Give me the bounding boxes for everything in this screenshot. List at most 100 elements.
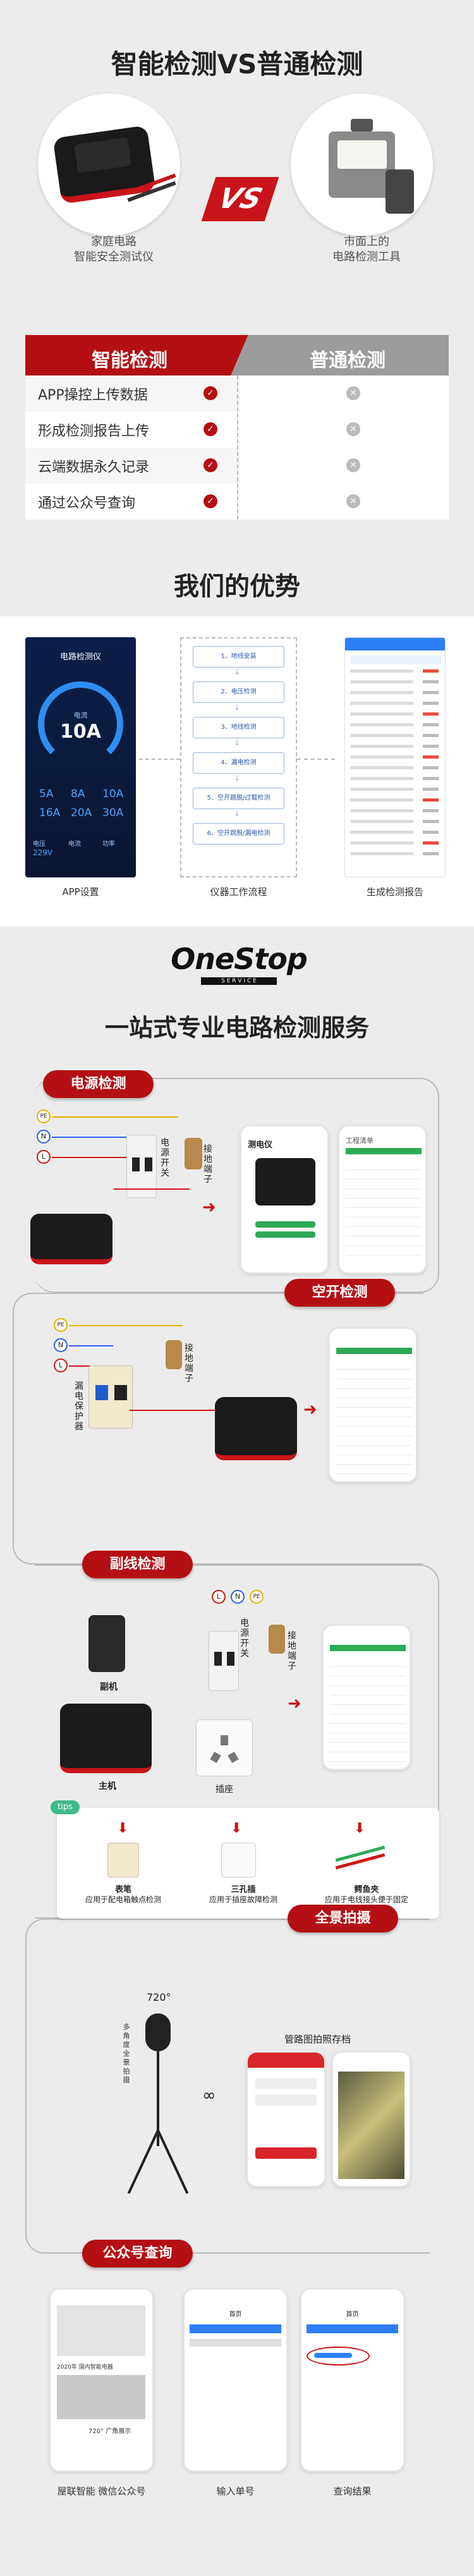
sub-label: 副机 [100,1682,118,1692]
onestop-logo: OneStop S E R V I C E [163,942,315,986]
tip-desc-3: 应用于电线接头便于固定 [324,1895,408,1904]
report-line [350,712,413,716]
report-mark [423,798,439,802]
col-smart-header [25,335,250,375]
side-text-char: 度 [123,2041,130,2049]
report-mark [423,831,439,834]
report-line [350,788,413,791]
switch-label: 电源开关 [240,1618,249,1659]
archive-label: 管路图拍照存档 [284,2034,351,2045]
right-caption-1: 市面上的 [344,235,389,248]
switch-label: 电源开关 [161,1138,169,1178]
current-option[interactable]: 20A [71,807,92,819]
report-line [350,745,413,748]
current-option[interactable]: 16A [39,807,61,819]
ground-terminal-image [269,1625,285,1654]
tripod-image [157,2051,159,2146]
smart-device-image [38,94,180,236]
protector-label: 漏电保护器 [75,1381,83,1432]
tip-desc-1: 应用于配电箱触点检测 [85,1895,161,1904]
tip-title-2: 三孔插 [231,1885,256,1895]
compare-row-3: 云端数据永久记录 [38,460,150,475]
arrow-right-icon: ➜ [303,1400,317,1419]
report-mark [423,669,439,673]
report-line [350,766,413,769]
flow-step: 1、地线安装 [193,646,284,668]
current-option[interactable]: 30A [102,807,124,819]
advantage-title: 我们的优势 [174,572,300,601]
col-normal-label: 普通检测 [310,350,386,372]
side-text-char: 全 [123,2049,130,2058]
check-icon: ✓ [204,386,217,400]
report-mark [423,841,439,845]
onestop-title: 一站式专业电路检测服务 [104,1014,369,1042]
flow-steps: 1、地线安装↓2、电压检测↓3、地线检测↓4、漏电检测↓5、空开跳脱/过载检测↓… [190,646,288,867]
plug-image [221,1843,256,1877]
report-mark [423,723,439,726]
left-caption-1: 家庭电路 [91,235,137,248]
report-mark [423,766,439,769]
flow-step: 6、空开跳脱/漏电检测 [193,823,284,845]
report-line [350,691,413,694]
app-screen: 电路检测仪 电流 10A 5A 8A 10A 16A 20A 30A 电压 电流… [25,637,136,877]
socket-image [196,1719,253,1776]
check-icon: ✓ [204,422,217,436]
report-line [350,723,413,726]
wechat-phone-3: 首页 [300,2288,404,2472]
compare-title: 智能检测VS普通检测 [111,49,363,80]
probe-image [107,1843,139,1877]
report-mark [423,820,439,823]
current-option[interactable]: 8A [71,788,85,800]
socket-label: 插座 [216,1785,233,1795]
wechat-phone-1: 2020年 国内智能电器 720° 广角展示 [49,2288,154,2472]
arrow-down-icon: ↓ [234,703,241,712]
side-text-char: 角 [123,2032,130,2040]
report-line [350,755,413,759]
sub-instrument-image [88,1615,125,1672]
check-icon: ✓ [204,494,217,508]
left-caption-2: 智能安全测试仪 [74,250,154,264]
ground-terminal-image [166,1340,182,1369]
ground-terminal-image [185,1138,202,1169]
col-smart-label: 智能检测 [92,350,167,372]
arrow-down-icon: ⬇ [231,1821,243,1836]
report-mark [423,852,439,855]
caption-flow: 仪器工作流程 [210,886,267,898]
flow-step: 3、地线检测 [193,717,284,738]
report-mark [423,691,439,694]
flow-step: 5、空开跳脱/过载检测 [193,788,284,809]
report-mark [423,702,439,705]
main-instrument-image [60,1704,152,1773]
flow-step: 2、电压检测 [193,681,284,703]
right-caption-2: 电路检测工具 [332,250,401,264]
current-option[interactable]: 5A [39,788,54,800]
report-mark [423,734,439,737]
arrow-down-icon: ↓ [234,738,241,747]
step-breaker: 空开检测 [284,1279,395,1307]
flow-diagram [180,637,297,877]
caption-app: APP设置 [62,886,99,898]
report-line [350,702,413,705]
report-app-screen: 工程清单 [338,1125,427,1274]
step-panorama: 全景拍摄 [288,1905,398,1932]
arrow-down-icon: ⬇ [354,1821,366,1836]
report-mark [423,809,439,812]
current-option[interactable]: 10A [102,788,124,800]
breaker-switch-image [209,1631,239,1691]
cross-icon: ✕ [346,422,360,436]
main-label: 主机 [99,1781,116,1792]
report-mark [423,755,439,759]
secondary-report-screen [322,1625,411,1770]
flow-step: 4、漏电检测 [193,752,284,774]
report-mark [423,777,439,780]
panorama-side-text: 多角度全景拍摄 [114,2023,139,2085]
compare-row-2: 形成检测报告上传 [38,424,150,439]
report-line [350,809,413,812]
step-power: 电源检测 [43,1070,154,1098]
link-icon: ∞ [202,2086,216,2105]
col-normal-header [231,335,449,375]
wechat-caption-3: 查询结果 [333,2486,372,2497]
wechat-caption-2: 输入单号 [216,2486,255,2497]
report-mark [423,788,439,791]
report-line [350,669,413,673]
